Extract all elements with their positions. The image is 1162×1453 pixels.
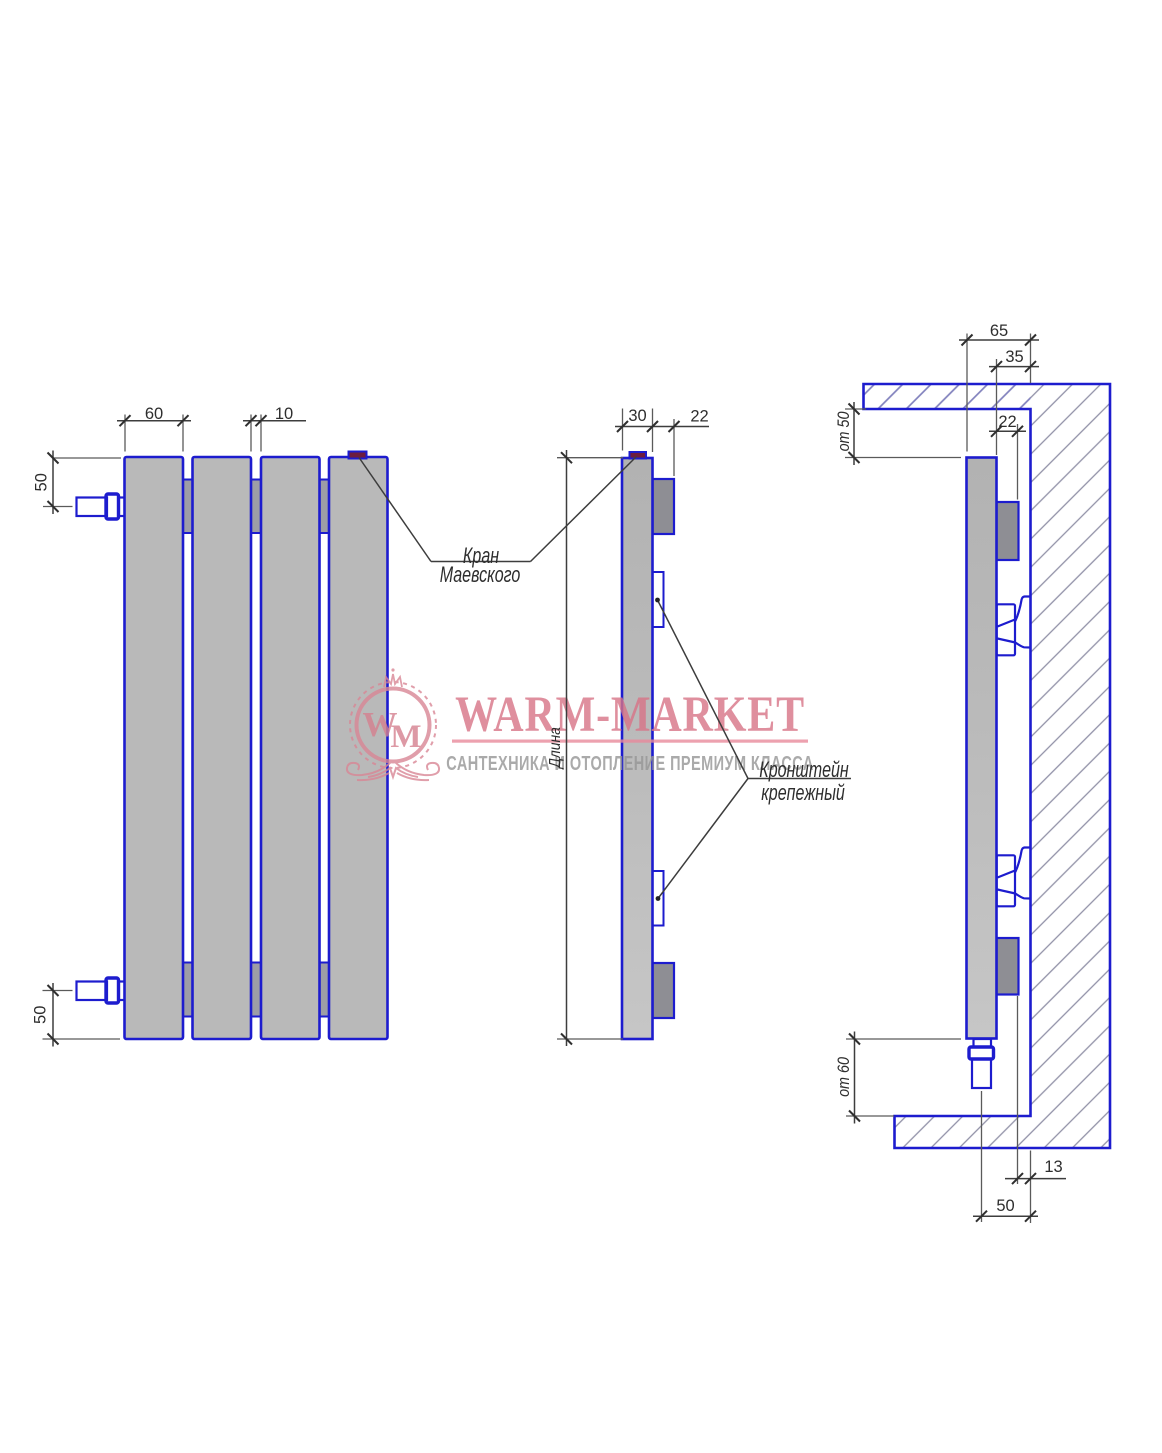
svg-text:60: 60 [145, 405, 163, 423]
svg-text:Кран: Кран [463, 545, 499, 569]
svg-text:W: W [363, 705, 398, 744]
svg-text:50: 50 [32, 1006, 50, 1024]
svg-text:22: 22 [690, 408, 708, 426]
svg-text:от 60: от 60 [835, 1057, 853, 1097]
svg-text:M: M [390, 719, 421, 755]
svg-text:WARM-MARKET: WARM-MARKET [455, 686, 805, 743]
svg-text:от 50: от 50 [835, 411, 853, 451]
svg-text:35: 35 [1005, 348, 1023, 366]
svg-text:Кронштейн: Кронштейн [759, 759, 849, 783]
svg-text:30: 30 [628, 407, 646, 425]
svg-text:22: 22 [998, 413, 1016, 431]
svg-text:50: 50 [996, 1197, 1014, 1215]
svg-text:Длина: Длина [547, 727, 564, 770]
svg-text:50: 50 [33, 473, 51, 491]
svg-text:10: 10 [275, 405, 293, 423]
svg-text:Маевского: Маевского [440, 564, 521, 588]
svg-text:САНТЕХНИКА И ОТОПЛЕНИЕ ПРЕМИУМ: САНТЕХНИКА И ОТОПЛЕНИЕ ПРЕМИУМ КЛАССА [446, 752, 813, 775]
svg-text:13: 13 [1044, 1158, 1062, 1176]
svg-text:65: 65 [990, 322, 1008, 340]
svg-text:крепежный: крепежный [761, 782, 845, 806]
